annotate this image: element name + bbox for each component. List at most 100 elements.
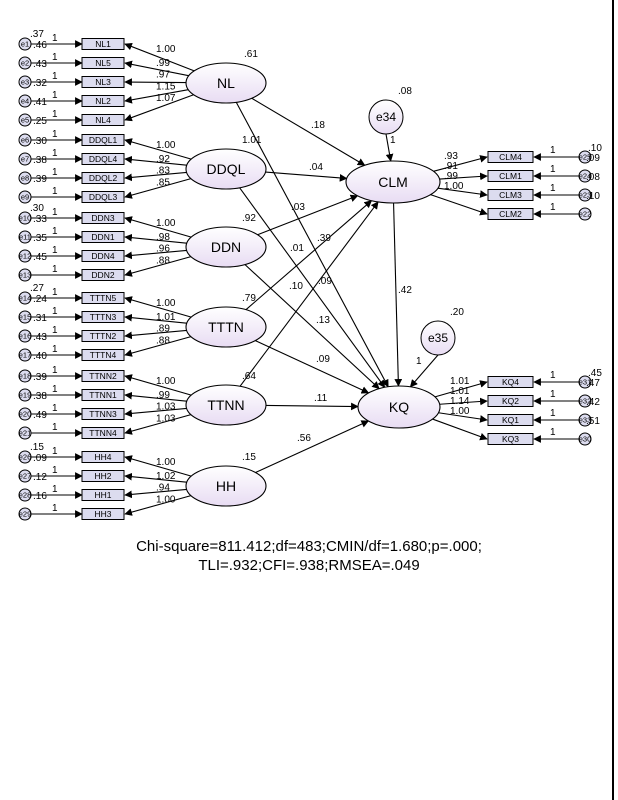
loading-value-hh4: 1.00	[156, 457, 176, 468]
loading-value-ttnn1: .99	[156, 390, 170, 401]
loading-ddn-ddn1	[124, 233, 187, 244]
latent-label-tttn: TTTN	[208, 319, 244, 335]
loading-tttn-tttn3	[124, 313, 187, 324]
fixed-path-e22: 1	[550, 202, 556, 213]
loading-value-clm1: .91	[444, 161, 458, 172]
indicator-label-ddn1: DDN1	[91, 232, 114, 242]
intercept-ttnn2: .39	[33, 372, 47, 383]
latent-label-hh: HH	[216, 478, 236, 494]
loading-hh-hh2	[124, 472, 187, 483]
intercept-clm1: .08	[586, 172, 600, 183]
loading-value-tttn5: 1.00	[156, 298, 176, 309]
fit-line-1: Chi-square=811.412;df=483;CMIN/df=1.680;…	[136, 538, 482, 555]
loading-value-ddql3: .85	[156, 177, 170, 188]
loading-tttn-tttn2	[124, 329, 187, 340]
intercept-clm3: .10	[586, 191, 600, 202]
error-variance-e10: .30	[30, 203, 44, 214]
indicator-ttnn1	[81, 389, 125, 401]
latent-variance-ttnn: .64	[242, 371, 256, 382]
fixed-path-e1: 1	[52, 33, 58, 44]
intercept-ddn1: .35	[33, 233, 47, 244]
intercept-ddql4: .38	[33, 155, 47, 166]
fixed-path-e12: 1	[52, 245, 58, 256]
fixed-path-e27: 1	[52, 465, 58, 476]
loading-ddn-ddn3	[124, 216, 192, 238]
indicator-label-ttnn4: TTNN4	[89, 428, 117, 438]
indicator-tttn4	[81, 349, 125, 361]
indicator-nl5	[81, 57, 125, 69]
error-label-e20: e20	[19, 410, 32, 419]
error-e8	[18, 171, 32, 185]
intercept-clm4: .09	[586, 153, 600, 164]
latent-label-ddn: DDN	[211, 239, 241, 255]
indicator-label-clm3: CLM3	[499, 190, 522, 200]
loading-clm-clm3	[437, 187, 488, 198]
intercept-ddql2: .39	[33, 174, 47, 185]
indicator-ddql4	[81, 153, 125, 165]
disturbance-path-e35: 1	[416, 356, 422, 367]
disturbance-label-e35: e35	[428, 331, 448, 345]
loading-ttnn-ttnn3	[124, 407, 187, 418]
loading-value-tttn2: .89	[156, 324, 170, 335]
loading-nl-nl5	[124, 60, 189, 77]
error-e6	[18, 133, 32, 147]
indicator-label-ttnn3: TTNN3	[89, 409, 117, 419]
indicator-tttn2	[81, 330, 125, 342]
loading-value-ddn4: .96	[156, 244, 170, 255]
path-ttnn-to-kq	[265, 402, 359, 411]
indicator-label-hh2: HH2	[94, 471, 111, 481]
path-ttnn-to-clm	[239, 201, 379, 387]
error-label-e4: e4	[21, 97, 29, 106]
coef-ddql-to-kq: .09	[318, 276, 332, 287]
fixed-path-e11: 1	[52, 226, 58, 237]
indicator-label-ttnn1: TTNN1	[89, 390, 117, 400]
loading-tttn-tttn4	[124, 336, 192, 357]
error-label-e24: e24	[579, 172, 592, 181]
error-e26	[18, 450, 32, 464]
error-label-e16: e16	[19, 332, 32, 341]
loading-ttnn-ttnn2	[124, 374, 192, 396]
error-label-e9: e9	[21, 193, 29, 202]
indicator-label-nl5: NL5	[95, 58, 111, 68]
loading-ddql-ddql4	[124, 155, 187, 166]
error-e12	[18, 249, 32, 263]
loading-value-ddql1: 1.00	[156, 140, 176, 151]
indicator-clm3	[487, 189, 534, 201]
fixed-path-e14: 1	[52, 287, 58, 298]
fit-line-2: TLI=.932;CFI=.938;RMSEA=.049	[198, 557, 420, 574]
error-label-e19: e19	[19, 391, 32, 400]
indicator-label-tttn3: TTTN3	[90, 312, 117, 322]
loading-value-kq3: 1.00	[450, 406, 470, 417]
indicator-tttn5	[81, 292, 125, 304]
error-label-e11: e11	[19, 233, 31, 242]
fixed-path-e28: 1	[52, 484, 58, 495]
loading-nl-nl1	[124, 42, 195, 72]
error-e23	[578, 188, 592, 202]
fixed-path-e4: 1	[52, 90, 58, 101]
path-e35-to-kq	[409, 354, 439, 388]
coef-tttn-to-kq: .09	[316, 354, 330, 365]
intercept-tttn4: .40	[33, 351, 47, 362]
intercept-nl4: .25	[33, 116, 47, 127]
error-e13	[18, 268, 32, 282]
indicator-label-nl2: NL2	[95, 96, 111, 106]
fixed-path-e32: 1	[550, 389, 556, 400]
loading-ddn-ddn2	[124, 256, 192, 277]
loading-kq-kq4	[434, 380, 488, 398]
loading-value-nl4: 1.07	[156, 93, 176, 104]
loading-hh-hh1	[124, 488, 187, 499]
error-label-e28: e28	[19, 491, 32, 500]
fixed-path-e6: 1	[52, 129, 58, 140]
indicator-kq4	[487, 376, 534, 388]
latent-hh	[185, 465, 267, 507]
loading-value-ttnn4: 1.03	[156, 413, 176, 424]
path-ddql-to-kq	[239, 187, 386, 388]
latent-variance-hh: .15	[242, 452, 256, 463]
indicator-label-ttnn2: TTNN2	[89, 371, 117, 381]
loading-nl-nl2	[124, 89, 189, 104]
latent-label-clm: CLM	[378, 174, 408, 190]
indicator-ttnn2	[81, 370, 125, 382]
latent-label-ttnn: TTNN	[207, 397, 244, 413]
loading-nl-nl4	[124, 94, 194, 122]
indicator-label-nl4: NL4	[95, 115, 111, 125]
